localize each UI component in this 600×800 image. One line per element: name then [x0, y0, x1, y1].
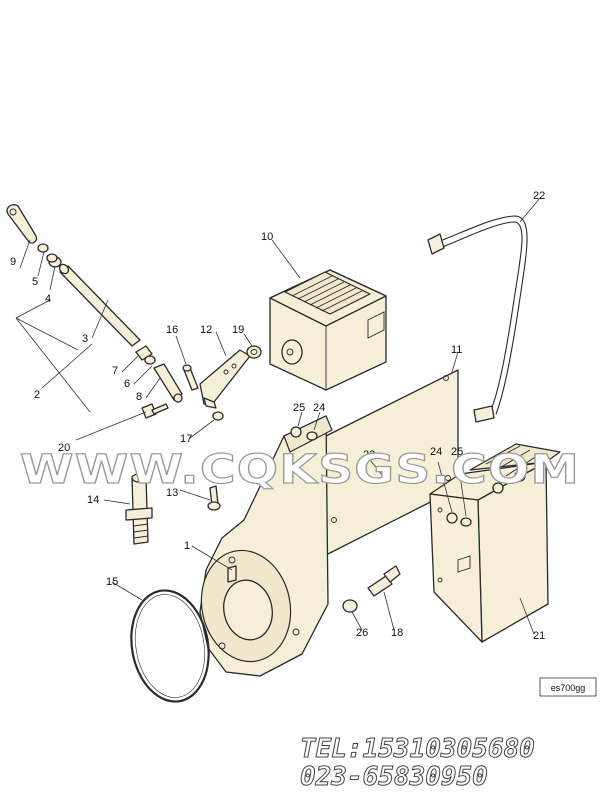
callout-label: 16 — [166, 324, 178, 336]
nut-part-17 — [212, 411, 224, 421]
tube-part — [58, 263, 141, 347]
leader-lines — [15, 197, 541, 635]
fitting-part — [135, 345, 183, 403]
callout-label: 25 — [293, 402, 305, 414]
watermark-text: WWW.CQKSGS.COM — [20, 447, 580, 493]
figure-code-box — [539, 677, 597, 697]
callout-label: 14 — [87, 494, 99, 506]
callout-label: 25 — [451, 446, 463, 458]
callout-label: 6 — [124, 378, 130, 390]
callout-label: 13 — [166, 487, 178, 499]
callout-label: 18 — [391, 627, 403, 639]
callout-label: 22 — [533, 190, 545, 202]
stud-part-14 — [125, 473, 153, 545]
callout-label: 3 — [82, 333, 88, 345]
bolt-part-16 — [182, 364, 199, 391]
contact-tel: TEL:15310305680 — [300, 734, 536, 764]
callout-label: 24 — [430, 446, 442, 458]
ring-terminal-part — [6, 204, 38, 244]
washer-part-24 — [306, 431, 318, 441]
callout-labels: 9 5 4 3 2 7 6 8 20 16 12 19 10 17 25 24 … — [10, 190, 545, 642]
callout-label: 9 — [10, 256, 16, 268]
callout-label: 11 — [451, 344, 462, 356]
washer-part-26 — [342, 599, 358, 613]
contact-block: TEL:15310305680 023-65830950 — [300, 734, 600, 792]
callout-label: 26 — [356, 627, 368, 639]
housing-part-1 — [199, 415, 333, 677]
callout-label: 1 — [184, 540, 190, 552]
callout-label: 24 — [313, 402, 325, 414]
clip-part-12 — [199, 349, 251, 409]
nut-part-19 — [246, 345, 262, 359]
callout-label: 12 — [200, 324, 212, 336]
figure-code: es700gg — [551, 683, 586, 693]
callout-label: 17 — [180, 433, 192, 445]
callout-label: 5 — [32, 276, 38, 288]
callout-label: 4 — [45, 293, 51, 305]
o-ring-part-15 — [130, 589, 210, 703]
control-box-part-21 — [429, 443, 561, 643]
washer-part-24b — [446, 512, 458, 524]
washer-part-25b — [460, 517, 472, 527]
callout-label: 19 — [232, 324, 244, 336]
callout-label: 10 — [261, 231, 273, 243]
wire-part-22 — [427, 215, 528, 423]
washer-part-25 — [290, 426, 302, 438]
callout-label: 15 — [106, 576, 118, 588]
callout-label: 23 — [363, 449, 375, 461]
callout-label: 7 — [112, 365, 118, 377]
bolt-part-13 — [207, 485, 221, 511]
module-part-10 — [269, 269, 387, 391]
callout-label: 21 — [533, 630, 545, 642]
bolt-part-18 — [367, 565, 401, 597]
callout-label: 2 — [34, 389, 40, 401]
contact-phone: 023-65830950 — [300, 762, 489, 792]
callout-label: 20 — [58, 442, 70, 454]
washer-part — [37, 243, 62, 268]
bolt-part-20 — [141, 403, 169, 419]
callout-label: 8 — [136, 391, 142, 403]
